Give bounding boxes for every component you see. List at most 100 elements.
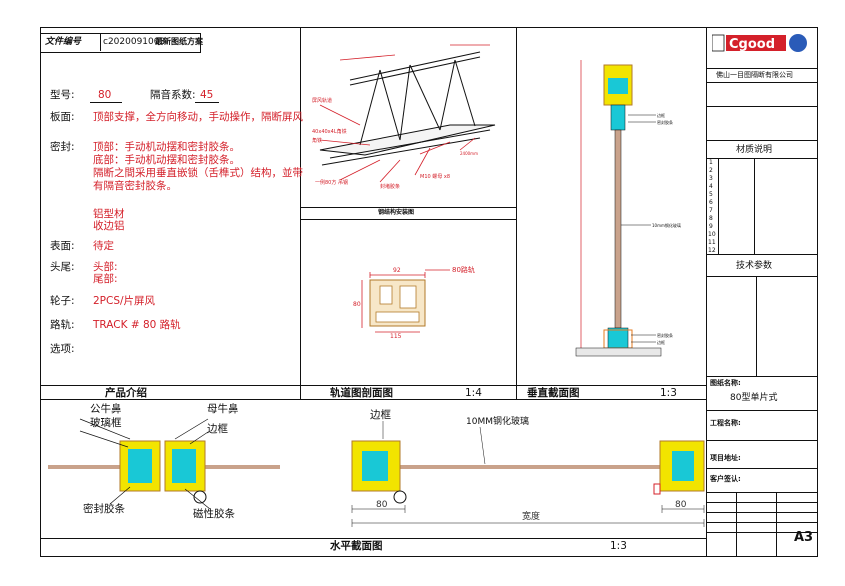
divider-v1 <box>300 27 301 399</box>
divider-h2 <box>40 399 706 400</box>
tb-line-5 <box>706 158 818 159</box>
glass-frame-label: 玻璃框 <box>90 417 122 429</box>
svg-text:角铁: 角铁 <box>312 137 322 144</box>
sound-value: 45 <box>200 89 214 101</box>
steel-tube-text: 一例80方 吊钢 <box>315 179 348 186</box>
magnet-strip-label: 磁性胶条 <box>193 508 235 520</box>
track-dim-bottom: 115 <box>390 333 402 340</box>
sound-label: 隔音系数: <box>150 89 196 101</box>
tb-line-3 <box>706 106 818 107</box>
material-row-2: 2 <box>709 167 713 174</box>
side-frame-left-label: 边框 <box>207 423 228 435</box>
sound-underline <box>195 102 219 103</box>
svg-text:10mm钢化玻璃: 10mm钢化玻璃 <box>652 222 681 228</box>
male-nose-label: 公牛鼻 <box>90 403 122 415</box>
track-dim-top: 92 <box>393 267 401 274</box>
intro-title: 产品介绍 <box>105 387 147 399</box>
surface-label: 表面: <box>50 240 75 252</box>
material-row-10: 10 <box>708 231 716 238</box>
dim-width: 宽度 <box>522 512 541 522</box>
doc-number-box <box>40 33 201 53</box>
surface-value: 待定 <box>93 240 114 252</box>
divider-v3 <box>706 27 707 557</box>
profile-line-2: 收边铝 <box>93 220 125 232</box>
tb-line-2 <box>706 82 818 83</box>
seal-line-1: 顶部：手动机动摆和密封胶条。 <box>93 141 240 153</box>
horizontal-section-scale: 1:3 <box>610 540 627 552</box>
glass-label: 10MM钢化玻璃 <box>466 417 529 427</box>
tb-line-7 <box>706 276 818 277</box>
svg-text:Cgood: Cgood <box>729 37 775 52</box>
track-label: 路轨: <box>50 319 75 331</box>
material-row-4: 4 <box>709 183 713 190</box>
tb-line-11 <box>706 468 818 469</box>
seal-label: 密封: <box>50 141 75 153</box>
tb-line-8 <box>706 376 818 377</box>
panel-label: 板面: <box>50 111 75 123</box>
svg-text:密封胶条: 密封胶条 <box>657 119 673 125</box>
wheel-label: 轮子: <box>50 295 75 307</box>
sign-table <box>706 492 818 557</box>
tb-line-9 <box>706 410 818 411</box>
model-label: 型号: <box>50 89 75 101</box>
material-title: 材质说明 <box>736 145 773 155</box>
material-row-5: 5 <box>709 191 713 198</box>
svg-text:边框: 边框 <box>657 112 665 118</box>
material-table: 1 2 3 4 5 6 7 8 9 10 11 12 <box>706 158 818 254</box>
drawing-name-label: 图纸名称: <box>710 379 741 387</box>
vertical-section-scale: 1:3 <box>660 387 677 399</box>
material-row-7: 7 <box>709 207 713 214</box>
material-row-1: 1 <box>709 159 713 166</box>
material-row-9: 9 <box>709 223 713 230</box>
side-frame-right-label: 边框 <box>370 409 391 421</box>
track-value: TRACK # 80 路轨 <box>93 319 181 331</box>
company-name: 佛山一目图隔断有限公司 <box>716 71 793 79</box>
divider-steel2 <box>300 219 516 220</box>
wheel-value: 2PCS/片屏风 <box>93 295 156 307</box>
svg-text:密封胶条: 密封胶条 <box>657 332 673 338</box>
dim-right: 80 <box>675 500 687 510</box>
model-underline <box>90 102 122 103</box>
steel-structure-drawing: 屏风轨道 40x40x4L角铁 角铁 一例80方 吊钢 M10 螺母 x8 封堵… <box>312 44 496 190</box>
material-row-3: 3 <box>709 175 713 182</box>
material-row-6: 6 <box>709 199 713 206</box>
head-label: 头尾: <box>50 261 75 273</box>
head-line-1: 头部: <box>93 261 118 273</box>
divider-h1 <box>40 385 706 386</box>
seal-line-3: 隔断之間采用垂直嵌锁（舌榫式）结构，並带 <box>93 167 303 179</box>
option-label: 选项: <box>50 343 75 355</box>
track-callout: 80路轨 <box>452 265 475 274</box>
panel-value: 顶部支撑，全方向移动，手动操作，隔断屏风 <box>93 111 303 123</box>
divider-h3 <box>40 538 706 539</box>
svg-text:边框: 边框 <box>657 339 665 345</box>
model-value: 80 <box>98 89 112 101</box>
tb-line-10 <box>706 440 818 441</box>
svg-text:封堵胶条: 封堵胶条 <box>380 183 400 190</box>
track-dim-side: 80 <box>353 301 361 308</box>
seal-line-4: 有隔音密封胶条。 <box>93 180 177 192</box>
female-nose-label: 母牛鼻 <box>207 403 239 415</box>
material-row-8: 8 <box>709 215 713 222</box>
horizontal-section-drawing <box>48 418 705 527</box>
material-row-11: 11 <box>708 239 716 246</box>
svg-text:屏风轨道: 屏风轨道 <box>312 97 332 104</box>
track-profile-drawing: 92 115 80 80路轨 <box>353 265 475 340</box>
doc-label: 文件编号 <box>45 37 82 47</box>
svg-text:2400mm: 2400mm <box>460 151 478 156</box>
seal-line-2: 底部：手动机动摆和密封胶条。 <box>93 154 240 166</box>
project-label: 工程名称: <box>710 419 741 427</box>
drawing-name: 80型单片式 <box>730 393 778 403</box>
track-section-title: 轨道图剖面图 <box>330 387 393 399</box>
tb-line-4 <box>706 140 818 141</box>
steel-screw-text: M10 螺母 x8 <box>420 173 450 180</box>
client-label: 客户签认: <box>710 475 741 483</box>
tech-table <box>706 276 818 376</box>
doc-number-sep <box>100 33 101 51</box>
drawing-frame <box>40 27 818 557</box>
track-section-scale: 1:4 <box>465 387 482 399</box>
vertical-section-title: 垂直截面图 <box>527 387 580 399</box>
steel-install-title: 钢结构安装图 <box>378 209 415 216</box>
doc-title: 最新图纸方案 <box>155 37 203 46</box>
company-logo: Cgood <box>711 32 812 54</box>
divider-v2 <box>516 27 517 399</box>
